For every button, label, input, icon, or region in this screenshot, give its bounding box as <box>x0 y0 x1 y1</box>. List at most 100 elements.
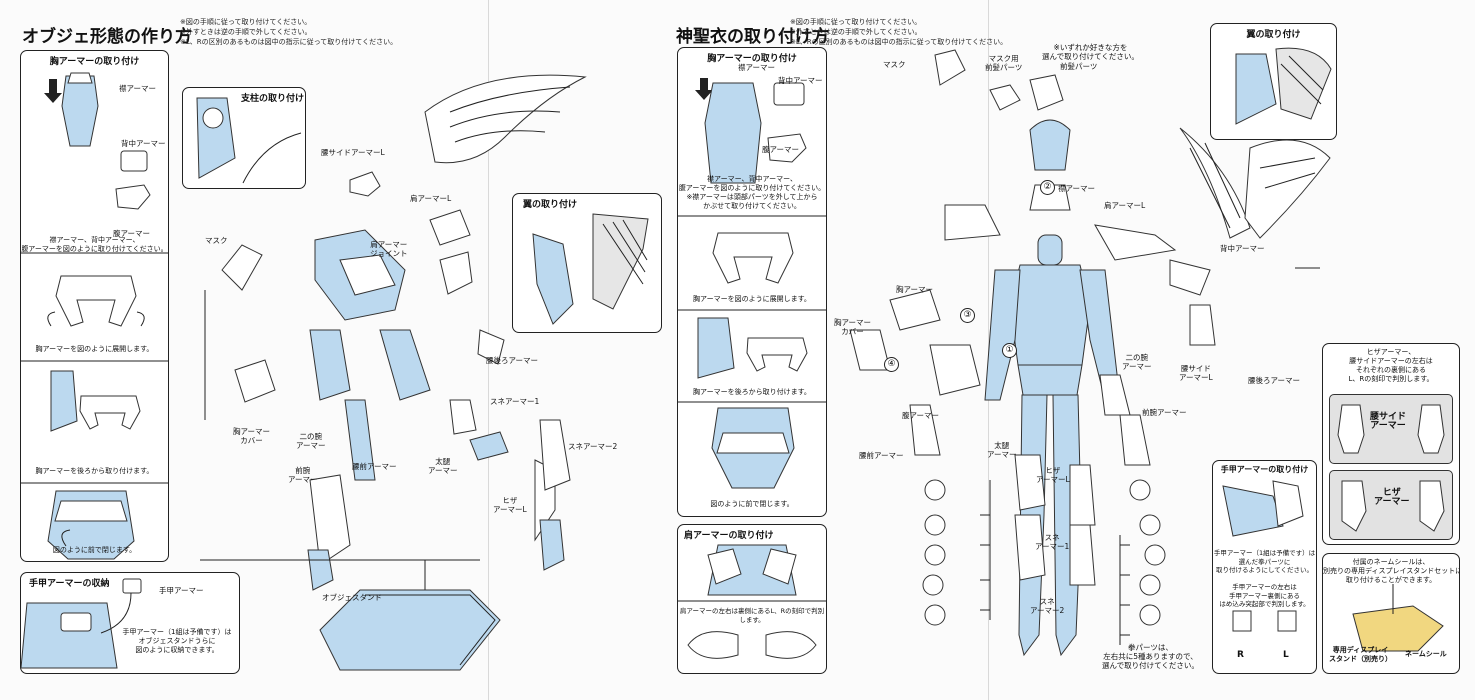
shoulder-joint-label: 肩アーマージョイント <box>370 240 408 258</box>
wing-box-left: 翼の取り付け <box>512 193 662 333</box>
wing-box-right-title: 翼の取り付け <box>1246 30 1301 40</box>
upper-arm-label-right: 二の腕アーマー <box>1122 353 1152 371</box>
pillar-box-title: 支柱の取り付け <box>241 94 305 104</box>
mask-label: マスク <box>205 236 228 245</box>
chest-armor-steps-art <box>21 72 168 560</box>
chest-step4-caption: 図のように前で閉じます。 <box>52 546 137 554</box>
shin2-label-right: スネアーマー2 <box>1030 597 1065 615</box>
gauntlet-attach-cap1: 手甲アーマー（1組は予備です）は選んだ拳パーツに取り付けるようにしてください。 <box>1213 549 1316 574</box>
chest-cover-label: 胸アーマーカバー <box>233 427 271 445</box>
gauntlet-attach-title: 手甲アーマーの取り付け <box>1220 465 1309 474</box>
chest-armor-box-right: 胸アーマーの取り付け 襟アーマー 背中アーマー 腹アーマー 襟アーマー、背中アー… <box>677 47 827 517</box>
chest-armor-box-right-title: 胸アーマーの取り付け <box>707 54 797 64</box>
belly-label-main: 腹アーマー <box>902 411 940 420</box>
chest-armor-right-art <box>678 78 826 489</box>
pillar-art <box>196 97 302 184</box>
step-1-marker: ① <box>1002 343 1017 358</box>
chest-armor-box: 胸アーマーの取り付け 襟アーマー 背中アーマー 腹アーマー 襟アーマー、背中アー… <box>20 50 169 562</box>
chest-step3-caption: 胸アーマーを後ろから取り付けます。 <box>35 467 154 475</box>
back-label: 背中アーマー <box>121 139 166 148</box>
knee-l-label-right: ヒザアーマーL <box>1036 466 1070 484</box>
godcloth-exploded-art <box>849 49 1216 657</box>
chest-label-main: 胸アーマー <box>896 285 934 294</box>
shoulder-armor-art <box>678 544 826 659</box>
waist-front-label: 腰前アーマー <box>352 462 397 471</box>
waist-back-label-right: 腰後ろアーマー <box>1248 376 1301 385</box>
wing-box-right-art <box>1235 47 1332 125</box>
gauntlet-attach-art <box>1222 480 1304 632</box>
waist-side-art <box>1337 404 1445 454</box>
waist-side-l-label-right: 腰サイドアーマーL <box>1179 364 1213 382</box>
step-2-marker: ② <box>1040 180 1055 195</box>
knee-art <box>1341 480 1445 532</box>
shoulder-armor-caption: 肩アーマーの左右は裏側にあるL、Rの刻印で判別します。 <box>679 607 825 624</box>
shin2-label: スネアーマー2 <box>568 442 618 451</box>
chest-step1-caption: 襟アーマー、背中アーマー、腹アーマーを図のように取り付けてください。 <box>21 236 168 253</box>
belly-label-right: 腹アーマー <box>762 145 800 154</box>
step-4-marker: ④ <box>884 357 899 372</box>
objet-title: オブジェ形態の作り方 <box>22 27 192 47</box>
gauntlet-attach-box: 手甲アーマーの取り付け 手甲アーマー（1組は予備です）は選んだ拳パーツに取り付け… <box>1212 460 1317 674</box>
gauntlet-attach-cap2: 手甲アーマーの左右は手甲アーマー裏側にあるはめ込み突起部で判別します。 <box>1219 583 1310 608</box>
objet-notes: ※図の手順に従って取り付けてください。※外すときは逆の手順で外してください。※L… <box>180 18 398 46</box>
shoulder-l-label-right: 肩アーマーL <box>1104 201 1146 210</box>
knee-panel: ヒザアーマー <box>1329 470 1453 540</box>
waist-side-title: 腰サイドアーマー <box>1370 412 1407 431</box>
shin1-label-right: スネアーマー1 <box>1035 533 1070 551</box>
chest-right-step1-caption: 襟アーマー、背中アーマー、腹アーマーを図のように取り付けてください。※襟アーマー… <box>678 175 826 210</box>
knee-title: ヒザアーマー <box>1374 488 1410 507</box>
fist-note: 拳パーツは、左右共に5種ありますので、選んで取り付けてください。 <box>1102 643 1199 670</box>
upper-arm-label: 二の腕アーマー <box>296 432 326 450</box>
step-3-marker: ③ <box>960 308 975 323</box>
back-label-main: 背中アーマー <box>1220 244 1265 253</box>
gauntlet-label: 手甲アーマー <box>159 586 204 595</box>
nameplate-caption: 付属のネームシールは、別売りの専用ディスプレイスタンドセットに取り付けることがで… <box>1323 558 1460 584</box>
fist-parts-left-art <box>922 479 946 626</box>
waist-front-label-right: 腰前アーマー <box>859 451 904 460</box>
eri-label-right: 襟アーマー <box>738 63 776 72</box>
waist-side-l-label: 腰サイドアーマーL <box>321 148 385 157</box>
thigh-label-right: 太腿アーマー <box>987 441 1017 459</box>
name-seal-label: ネームシール <box>1405 650 1447 658</box>
gauntlet-storage-title: 手甲アーマーの収納 <box>29 579 110 589</box>
chest-right-step4-caption: 図のように前で閉じます。 <box>710 500 794 508</box>
mask-front-hair-label: マスク用前髪パーツ <box>985 54 1023 72</box>
choose-note: ※いずれか好きな方を選んで取り付けてください。 <box>1042 43 1139 61</box>
gauntlet-storage-caption: 手甲アーマー（1組は予備です）はオブジェスタンドうらに図のように収納できます。 <box>122 628 232 654</box>
back-label-right: 背中アーマー <box>778 76 823 85</box>
stand-label: オブジェスタンド <box>322 593 382 602</box>
fist-parts-right-art <box>1129 479 1166 626</box>
gauntlet-l-label: L <box>1283 650 1289 660</box>
nameplate-box: 付属のネームシールは、別売りの専用ディスプレイスタンドセットに取り付けることがで… <box>1322 553 1460 674</box>
belly-label: 腹アーマー <box>113 229 151 238</box>
godcloth-title: 神聖衣の取り付け方 <box>676 27 829 47</box>
wing-box-left-title: 翼の取り付け <box>523 200 578 210</box>
wing-attach-art <box>532 213 649 325</box>
chest-right-step2-caption: 胸アーマーを図のように展開します。 <box>693 295 811 303</box>
pillar-box: 支柱の取り付け <box>182 87 306 189</box>
chest-right-step3-caption: 胸アーマーを後ろから取り付けます。 <box>693 388 811 396</box>
display-stand-art <box>1352 584 1444 652</box>
chest-step2-caption: 胸アーマーを図のように展開します。 <box>35 345 154 353</box>
wing-art-top <box>424 74 587 164</box>
front-hair-label: 前髪パーツ <box>1060 62 1098 71</box>
eri-label-main: 襟アーマー <box>1058 184 1096 193</box>
forearm-label: 前腕アーマー <box>288 466 318 484</box>
chest-cover-label-right: 胸アーマーカバー <box>834 318 872 336</box>
shoulder-armor-box: 肩アーマーの取り付け 肩アーマーの左右は裏側にあるL、Rの刻印で判別します。 <box>677 524 827 674</box>
chest-armor-box-title: 胸アーマーの取り付け <box>49 57 140 67</box>
godcloth-notes: ※図の手順に従って取り付けてください。※外すときは逆の手順で外してください。※L… <box>790 18 1008 46</box>
waist-side-panel: 腰サイドアーマー <box>1329 394 1453 464</box>
waist-back-label: 腰後ろアーマー <box>486 356 539 365</box>
mask-label-right: マスク <box>883 60 906 69</box>
objet-exploded-art <box>200 171 556 671</box>
shoulder-armor-box-title: 肩アーマーの取り付け <box>684 531 774 541</box>
gauntlet-storage-box: 手甲アーマーの収納 手甲アーマー 手甲アーマー（1組は予備です）はオブジェスタン… <box>20 572 240 674</box>
shin-parts-art <box>539 419 571 571</box>
stand-underside-art <box>21 578 142 669</box>
shin1-label: スネアーマー1 <box>490 397 540 406</box>
display-stand-label: 専用ディスプレイスタンド（別売り） <box>1329 646 1392 663</box>
wing-box-right: 翼の取り付け <box>1210 23 1337 140</box>
